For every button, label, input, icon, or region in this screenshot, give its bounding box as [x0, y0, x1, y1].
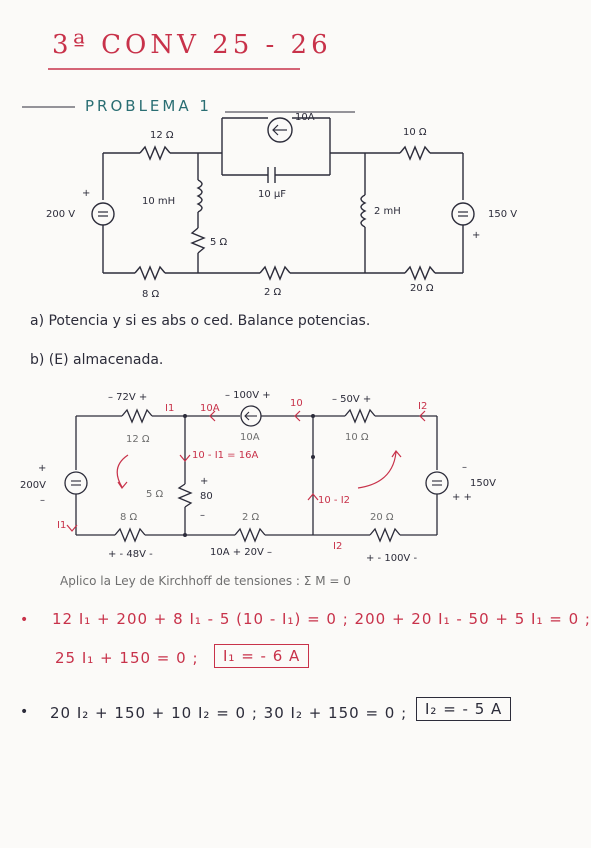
c2-v100b-label: + - 100V -	[366, 553, 418, 564]
c2-v72-label: – 72V +	[108, 392, 148, 403]
c2-i1-top: I1	[165, 403, 175, 414]
c2-v80-label: 80	[200, 491, 213, 502]
c2-minus-right: –	[462, 462, 467, 473]
c2-v50-label: – 50V +	[332, 394, 372, 405]
c2-v150-label: 150V	[470, 478, 496, 489]
c2-v100-label: – 100V +	[225, 390, 271, 401]
equation-2: 25 I₁ + 150 = 0 ;	[55, 649, 199, 667]
kirchhoff-note: Aplico la Ley de Kirchhoff de tensiones …	[60, 574, 351, 588]
c2-i10b-label: 10 - I2	[318, 495, 351, 506]
c2-r5-label: 5 Ω	[146, 489, 164, 500]
c2-plus-right: + +	[452, 492, 472, 503]
notebook-page: 3ª CONV 25 - 26 PROBLEMA 1	[20, 30, 590, 722]
equation-3: 20 I₂ + 150 + 10 I₂ = 0 ; 30 I₂ + 150 = …	[50, 704, 408, 722]
c1-src10a-label: 10A	[295, 112, 315, 123]
c1-v200-label: 200 V	[46, 209, 76, 220]
c2-src10a-label: 10A	[240, 432, 260, 443]
question-a: a) Potencia y si es abs o ced. Balance p…	[30, 313, 371, 329]
c1-l2mh-label: 2 mH	[374, 206, 401, 217]
c2-r8-label: 8 Ω	[120, 512, 138, 523]
problem-label: PROBLEMA 1	[85, 97, 212, 115]
c2-plus-left: +	[38, 463, 47, 474]
c1-r10-label: 10 Ω	[403, 127, 427, 138]
c2-n10-label: 10	[290, 398, 303, 409]
bullet-1: •	[20, 612, 29, 628]
c1-r2-label: 2 Ω	[264, 287, 282, 298]
c2-minus-left: –	[40, 495, 45, 506]
c2-plus-mid: +	[200, 476, 209, 487]
c2-minus-mid: –	[200, 510, 205, 521]
c2-r10-label: 10 Ω	[345, 432, 369, 443]
c2-v200-label: 200V	[20, 480, 46, 491]
c2-i2-label: I2	[333, 541, 343, 552]
result-i2: I₂ = - 5 A	[416, 697, 512, 721]
c1-r20-label: 20 Ω	[410, 283, 434, 294]
c1-c10uf-label: 10 μF	[258, 189, 287, 200]
c2-r2-label: 2 Ω	[242, 512, 260, 523]
c1-plus-right: +	[472, 230, 481, 241]
c2-v48-label: + - 48V -	[108, 549, 153, 560]
c1-l10mh-label: 10 mH	[142, 196, 176, 207]
title-underline	[22, 68, 355, 113]
equation-1: 12 I₁ + 200 + 8 I₁ - 5 (10 - I₁) = 0 ; 2…	[52, 610, 591, 628]
circuit-2	[64, 405, 449, 543]
c1-v150-label: 150 V	[488, 209, 518, 220]
c1-plus-left: +	[82, 188, 91, 199]
c2-r20-label: 20 Ω	[370, 512, 394, 523]
result-i1: I₁ = - 6 A	[214, 644, 310, 668]
c1-r5-label: 5 Ω	[210, 237, 228, 248]
bullet-2: •	[20, 704, 29, 720]
circuit-1	[91, 117, 475, 281]
c1-r12-label: 12 Ω	[150, 130, 174, 141]
page-title: 3ª CONV 25 - 26	[52, 30, 332, 60]
c2-r12-label: 12 Ω	[126, 434, 150, 445]
c2-i2-top: I2	[418, 401, 428, 412]
question-b: b) (E) almacenada.	[30, 352, 164, 368]
c2-a10b-label: 10A + 20V –	[210, 547, 273, 558]
c2-a10-label: 10A	[200, 403, 220, 414]
c2-i1-label: I1	[57, 520, 67, 531]
c1-r8-label: 8 Ω	[142, 289, 160, 300]
c2-i10-label: 10 - I1 = 16A	[192, 450, 259, 461]
